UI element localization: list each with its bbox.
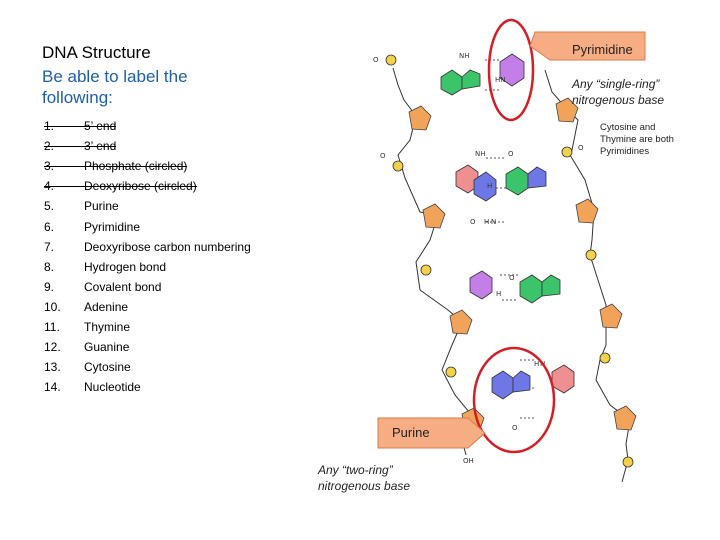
atom-label: H (496, 290, 501, 298)
label-list-item: 4.Deoxyribose (circled) (44, 178, 344, 198)
strikethrough-line (44, 166, 187, 168)
item-label: Purine (84, 199, 119, 214)
cytosine-base (505, 166, 529, 196)
item-label: Thymine (84, 320, 131, 334)
strikethrough-line (44, 126, 116, 127)
phosphate (622, 456, 634, 468)
pyrimidine-note: Cytosine and Thymine are both Pyrimidine… (600, 122, 674, 157)
deoxyribose-sugar (555, 97, 579, 123)
atom-label: HN (495, 76, 506, 84)
adenine-base (440, 69, 463, 96)
atom-label: OH (463, 457, 474, 465)
deoxyribose-sugar (408, 105, 432, 131)
item-label: Pyrimidine (84, 219, 141, 234)
deoxyribose-sugar (599, 303, 623, 329)
purine-label: Purine (392, 425, 430, 440)
adenine-base (541, 274, 561, 297)
item-number: 10. (44, 299, 61, 314)
adenine-base (519, 274, 543, 304)
purine-arrow-callout (377, 417, 486, 449)
deoxyribose-sugar (422, 203, 446, 229)
atom-label: O (578, 144, 584, 152)
label-list-item: 10. Adenine (44, 299, 344, 319)
phosphates (385, 54, 634, 468)
item-number: 9. (44, 279, 55, 294)
item-label: Hydrogen bond (84, 259, 167, 274)
atom-label: NH (459, 52, 470, 60)
item-label: Adenine (84, 299, 129, 314)
item-number: 11. (44, 320, 60, 334)
bases (440, 53, 575, 400)
atom-label: O (512, 424, 518, 432)
deoxyribose-sugar (575, 198, 599, 224)
slide-subtitle: Be able to label the following: (42, 67, 188, 107)
item-number: 6. (44, 219, 55, 234)
thymine-base (499, 53, 525, 87)
atom-label: O (508, 150, 514, 158)
atom-label: H (484, 218, 489, 226)
guanine-base (491, 370, 514, 400)
atom-label: NH (475, 150, 486, 158)
item-label: Covalent bond (84, 279, 162, 294)
atom-label: H (487, 182, 492, 190)
item-number: 12. (44, 340, 61, 355)
phosphate (585, 249, 597, 261)
atom-label: O (470, 218, 476, 226)
phosphate (561, 146, 573, 158)
deoxyribose-sugar (449, 309, 473, 335)
cytosine-base (473, 171, 497, 202)
label-list-item: 11. Thymine (44, 319, 344, 339)
item-label: Nucleotide (84, 380, 141, 395)
deoxyribose-sugar (613, 405, 637, 431)
item-number: 5. (44, 199, 55, 214)
label-list-item: 9. Covalent bond (44, 279, 344, 299)
phosphate (445, 366, 457, 378)
phosphate (392, 160, 404, 172)
adenine-base (461, 69, 481, 90)
atom-label: H (534, 360, 539, 368)
guanine-base (527, 166, 547, 189)
guanine-base (512, 370, 531, 393)
label-list-item: 12. Guanine (44, 339, 344, 359)
item-number: 8. (44, 259, 55, 274)
atom-labels: NH HN NH O H O H N O H H N O OH O O O (373, 52, 584, 465)
strikethrough-line (44, 186, 197, 188)
strikethrough-line (44, 146, 116, 148)
purine-description: Any “two-ring” nitrogenous base (318, 463, 411, 493)
phosphate (599, 352, 611, 364)
item-number: 7. (44, 239, 55, 254)
atom-label: N (491, 218, 496, 226)
atom-label: O (509, 274, 515, 282)
atom-label: O (373, 56, 379, 64)
atom-label: O (380, 152, 386, 160)
label-list-item: 7. Deoxyribose carbon numbering (44, 239, 344, 259)
item-number: 13. (44, 360, 61, 375)
label-list-item: 1.5’ end (44, 118, 344, 138)
thymine-base (469, 270, 493, 300)
label-list-item: 2.3’ end (44, 138, 344, 158)
label-list-item: 3.Phosphate (circled) (44, 158, 344, 178)
purine-highlight-circle (472, 346, 556, 454)
cytosine-base (551, 364, 575, 394)
item-label: Guanine (84, 340, 130, 355)
item-number: 14. (44, 380, 61, 395)
pyrimidine-highlight-circle (487, 18, 535, 122)
slide-title: DNA Structure (42, 43, 151, 62)
label-list-item: 14. Nucleotide (44, 379, 344, 399)
pyrimidine-arrow-callout (529, 31, 646, 61)
item-label: Deoxyribose carbon numbering (84, 239, 251, 254)
label-list-item: 13. Cytosine (44, 359, 344, 379)
hydrogen-bonds (485, 59, 534, 419)
phosphate (420, 264, 432, 276)
phosphate (385, 54, 397, 66)
pyrimidine-label: Pyrimidine (572, 42, 633, 57)
item-label: Cytosine (84, 360, 131, 375)
pyrimidine-description: Any “single-ring” nitrogenous base (572, 77, 665, 107)
label-list-item: 6. Pyrimidine (44, 219, 344, 239)
label-list-item: 5. Purine (44, 198, 344, 218)
label-list-item: 8. Hydrogen bond (44, 259, 344, 279)
